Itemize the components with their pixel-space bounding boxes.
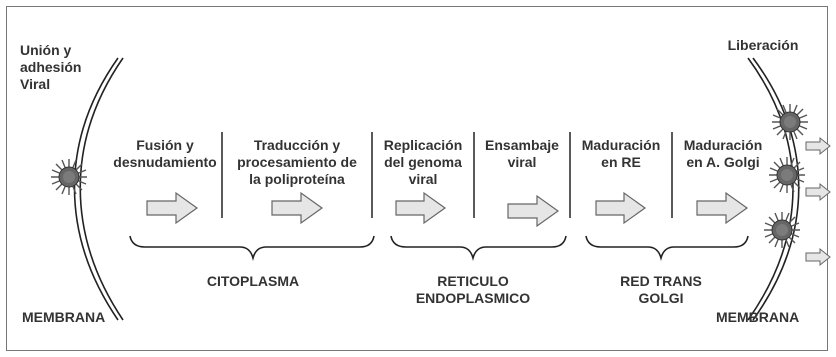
step-arrow [395,191,447,225]
step-arrow [696,191,749,225]
step-label-traduccion: Traducción y procesamiento de la polipro… [237,137,357,187]
step-label-maduracion-re: Maduración en RE [581,137,661,170]
step-arrow [507,194,560,228]
right-membrane-line-inner [752,57,800,321]
step-arrow [271,191,324,225]
step-label-maduracion-golgi: Maduración en A. Golgi [683,137,763,170]
virus-icon [768,156,806,194]
citoplasma-brace [129,235,375,262]
right-arrow-icon [805,137,831,155]
right-arrow-icon [805,248,831,266]
virus-icon [50,158,88,196]
virus-icon [763,211,801,249]
figure-frame [6,6,828,351]
step-label-replicacion: Replicación del genoma viral [383,137,463,187]
compartment-label-citoplasma: CITOPLASMA [206,273,300,289]
step-label-ensambaje: Ensambaje viral [485,137,559,170]
step-label-fusion: Fusión y desnudamiento [113,137,217,170]
stage-label-liberacion: Liberación [727,37,799,53]
left-membrane-line-outer [73,57,119,321]
reticulo-brace [390,235,567,262]
right-arrow-icon [805,183,831,201]
membrane-label-right: MEMBRANA [716,309,800,325]
membrane-label-left: MEMBRANA [22,309,106,325]
right-membrane-line-outer [747,57,794,321]
step-arrow [146,191,199,225]
step-arrow [595,191,647,225]
virus-icon [771,103,809,141]
golgi-brace [585,235,749,262]
compartment-label-reticulo: RETICULO ENDOPLASMICO [415,273,531,306]
left-membrane-line-inner [79,57,124,321]
stage-label-union: Unión y adhesión Viral [20,42,82,92]
compartment-label-golgi: RED TRANS GOLGI [620,273,702,306]
